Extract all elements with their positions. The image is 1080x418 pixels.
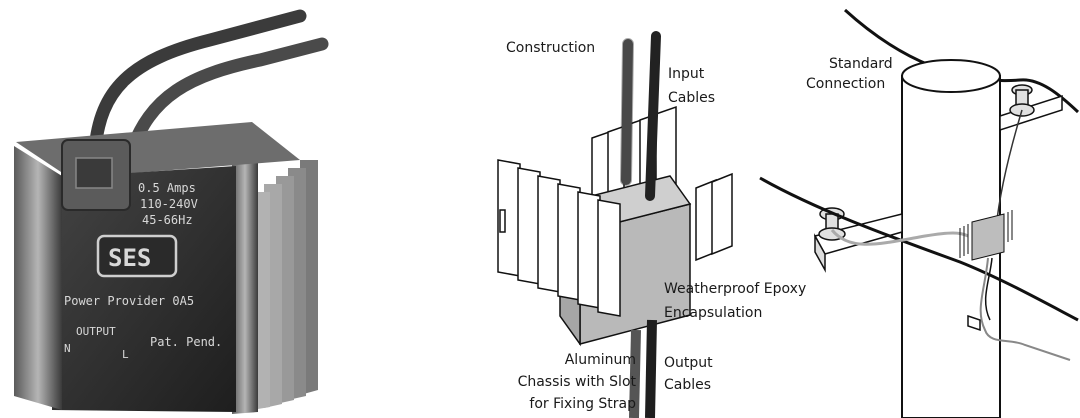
aluminum-fins — [497, 159, 733, 317]
connection-diagram: Standard Connection — [759, 8, 1080, 418]
label-terminal-n: N — [64, 342, 71, 355]
label-terminal-l: L — [122, 348, 129, 361]
chassis-label-3: for Fixing Strap — [529, 396, 636, 412]
chassis-label-1: Aluminum — [565, 352, 636, 368]
standard-connection-label-1: Standard — [829, 56, 893, 72]
label-voltage: 110-240V — [140, 197, 198, 211]
encapsulation-label-2: Encapsulation — [664, 305, 762, 321]
logo-text: SES — [108, 244, 151, 272]
input-cables-label-2: Cables — [668, 90, 715, 106]
heatsink-fins-right — [232, 160, 318, 414]
output-cables-label-2: Cables — [664, 377, 711, 393]
standard-connection-label-2: Connection — [806, 76, 885, 92]
product-photo: 0.5 Amps 110-240V 45-66Hz SES Power Prov… — [14, 9, 329, 414]
heatsink-fin-left — [14, 146, 62, 410]
construction-diagram: Construction Input Cables Weatherproof E… — [497, 31, 806, 418]
device-body — [52, 166, 236, 412]
label-model: Power Provider 0A5 — [64, 294, 194, 308]
label-patent: Pat. Pend. — [150, 335, 222, 349]
input-cables-label-1: Input — [668, 66, 705, 82]
label-amps: 0.5 Amps — [138, 181, 196, 195]
label-frequency: 45-66Hz — [142, 213, 193, 227]
label-output: OUTPUT — [76, 325, 116, 338]
ses-logo — [96, 234, 178, 278]
output-cables-label-1: Output — [664, 355, 713, 371]
mounted-unit — [959, 210, 1013, 261]
chassis-label-2: Chassis with Slot — [518, 374, 637, 390]
encapsulation-label-1: Weatherproof Epoxy — [664, 281, 806, 297]
construction-title: Construction — [506, 40, 595, 56]
